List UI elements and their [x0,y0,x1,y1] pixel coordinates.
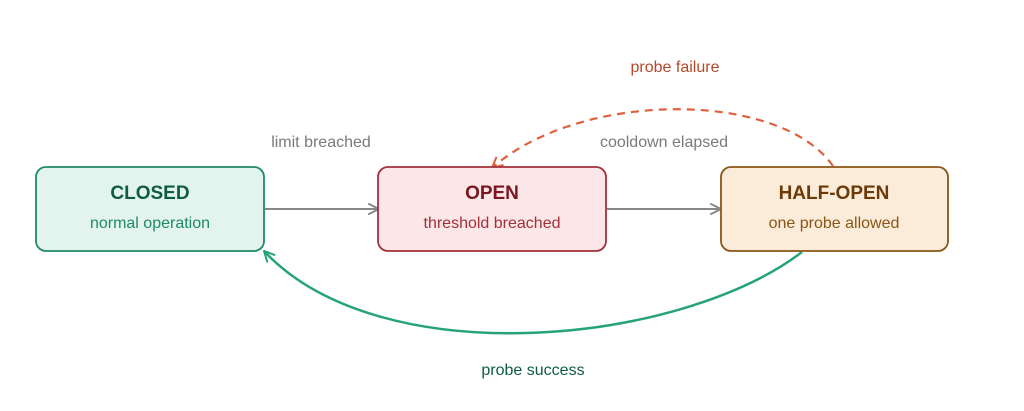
state-closed-subtitle: normal operation [90,215,210,232]
arrow-half-open-to-closed-success [263,250,803,335]
state-open-box [377,166,607,252]
arrow-half-open-to-open-failure [491,108,834,169]
label-probe-failure: probe failure [631,59,720,76]
state-open-title: OPEN [465,183,519,204]
label-limit-breached: limit breached [271,134,371,151]
state-closed-box [35,166,265,252]
state-open: OPEN threshold breached [377,166,607,252]
label-probe-success: probe success [481,362,584,379]
state-half-open-title: HALF-OPEN [779,183,890,204]
state-half-open-box [720,166,949,252]
label-cooldown-elapsed: cooldown elapsed [600,134,728,151]
state-closed-title: CLOSED [110,183,189,204]
state-half-open: HALF-OPEN one probe allowed [720,166,949,252]
state-closed: CLOSED normal operation [35,166,265,252]
state-half-open-subtitle: one probe allowed [769,215,900,232]
state-open-subtitle: threshold breached [424,215,561,232]
